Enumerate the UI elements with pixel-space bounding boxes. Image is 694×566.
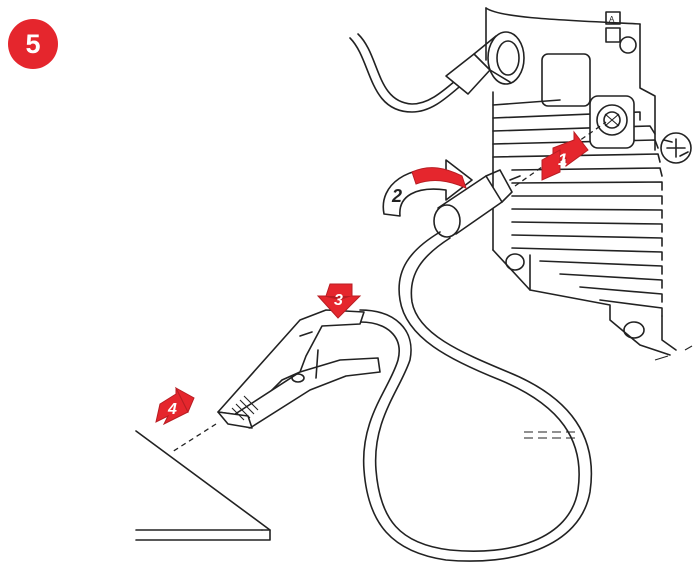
plus-screw-icon bbox=[660, 132, 692, 164]
step-4-arrow-icon: 4 bbox=[155, 386, 195, 426]
callout-3-label: 3 bbox=[334, 292, 343, 309]
callout-1-label: 1 bbox=[558, 150, 567, 169]
svg-text:A: A bbox=[609, 15, 615, 24]
workpiece-icon bbox=[135, 430, 271, 541]
clamp-guide-line bbox=[171, 423, 217, 453]
socket-icon bbox=[589, 95, 635, 149]
welding-machine-icon: A bbox=[485, 7, 693, 361]
earth-cable-icon bbox=[359, 231, 593, 562]
step-1-arrow-icon: 1 bbox=[541, 130, 589, 181]
cable-plug-icon bbox=[433, 169, 521, 238]
step-2-curved-arrow-icon: 2 bbox=[382, 159, 473, 217]
callout-4-label: 4 bbox=[167, 401, 177, 418]
earth-clamp-icon bbox=[217, 309, 381, 429]
step-number-badge: 5 bbox=[8, 19, 58, 69]
upper-cable-icon bbox=[349, 31, 525, 113]
callout-2-label: 2 bbox=[391, 186, 402, 206]
step-3-arrow-icon: 3 bbox=[316, 283, 362, 319]
